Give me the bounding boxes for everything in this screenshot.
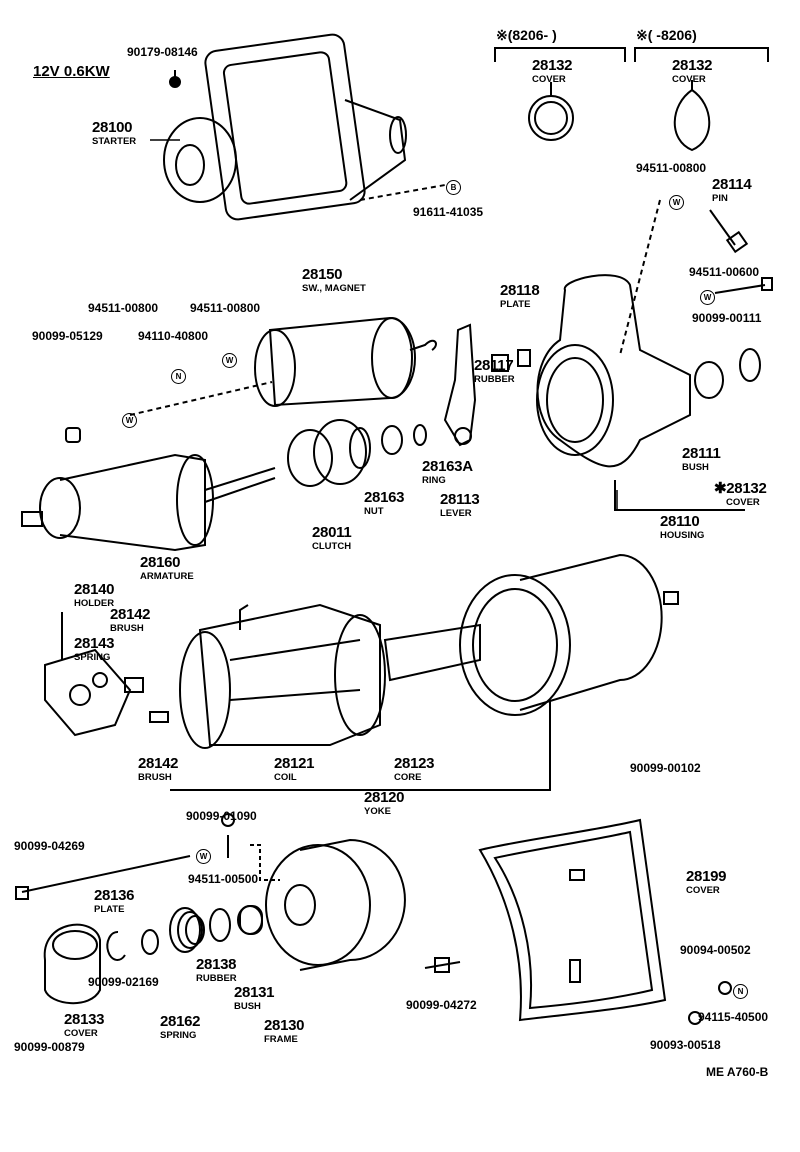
- pin-part: [709, 209, 749, 254]
- n-marker-icon: N: [171, 369, 186, 384]
- spec-label: 12V 0.6KW: [33, 63, 110, 80]
- plate-ring-part: [106, 929, 159, 961]
- part-94511-00800: 94511-00800: [190, 301, 261, 315]
- part-90099-04269: 90099-04269: [14, 839, 85, 853]
- rubber-ring-part: [209, 908, 231, 942]
- w-marker-icon: W: [196, 849, 211, 864]
- part-94115-40500: 94115-40500: [698, 1010, 769, 1024]
- bracket-right: [634, 47, 769, 62]
- plate-part: [517, 349, 531, 367]
- part-94511-00500: 94511-00500: [188, 872, 259, 886]
- through-bolt-part: [15, 855, 191, 900]
- terminal-bolt-part: [424, 957, 461, 973]
- brush-holder-part: [44, 612, 169, 737]
- header-left: ※(8206- ): [496, 27, 557, 43]
- part-90099-00879: 90099-00879: [14, 1040, 85, 1054]
- part-94511-00800: 94511-00800: [636, 161, 707, 175]
- big-cover-part: [478, 818, 667, 1022]
- part-90099-01090: 90099-01090: [186, 809, 257, 823]
- w-marker-icon: W: [222, 353, 237, 368]
- part-90099-04272: 90099-04272: [406, 998, 477, 1012]
- magnet-switch-part: [129, 316, 437, 416]
- part-90099-02169: 90099-02169: [88, 975, 159, 989]
- nut-ring-part: [381, 424, 427, 455]
- part-90099-00111: 90099-00111: [692, 311, 762, 325]
- n-marker-icon: N: [733, 984, 748, 999]
- cover-ring-part: [528, 82, 574, 141]
- cover-cap-part: [673, 80, 711, 152]
- part-94511-00800: 94511-00800: [88, 301, 159, 315]
- part-94511-00600: 94511-00600: [689, 265, 760, 279]
- bush-part: [237, 905, 263, 935]
- housing-part: [536, 274, 761, 511]
- bracket-left: [494, 47, 626, 62]
- rear-cover-part: [43, 923, 101, 1005]
- clutch-part: [287, 419, 371, 487]
- nut-small-part: [718, 981, 732, 995]
- rubber-part: [491, 354, 509, 372]
- w-marker-icon: W: [122, 413, 137, 428]
- part-90099-05129: 90099-05129: [32, 329, 103, 343]
- frame-part: [221, 813, 406, 971]
- header-right: ※( -8206): [636, 27, 697, 43]
- core-part: [383, 623, 481, 682]
- part-94110-40800: 94110-40800: [138, 329, 209, 343]
- diagram-code: ME A760-B: [706, 1065, 769, 1079]
- part-90099-00102: 90099-00102: [630, 761, 701, 775]
- part-90093-00518: 90093-00518: [650, 1038, 721, 1052]
- part-90094-00502: 90094-00502: [680, 943, 751, 957]
- b-marker-icon: B: [446, 180, 461, 195]
- washer-part: [688, 1011, 702, 1025]
- part-91611-41035: 91611-41035: [413, 205, 484, 219]
- starter-assembly: [150, 33, 446, 221]
- yoke-part: [459, 553, 679, 716]
- bolt-part: [714, 277, 773, 294]
- lever-part: [443, 323, 477, 447]
- coil-part: [179, 603, 386, 749]
- nut-part: [65, 427, 81, 443]
- part-90179-08146: 90179-08146: [127, 45, 198, 59]
- armature-part: [21, 453, 276, 552]
- w-marker-icon: W: [700, 290, 715, 305]
- spring-part: [169, 907, 205, 953]
- yoke-bracket: [170, 700, 551, 791]
- w-marker-icon: W: [669, 195, 684, 210]
